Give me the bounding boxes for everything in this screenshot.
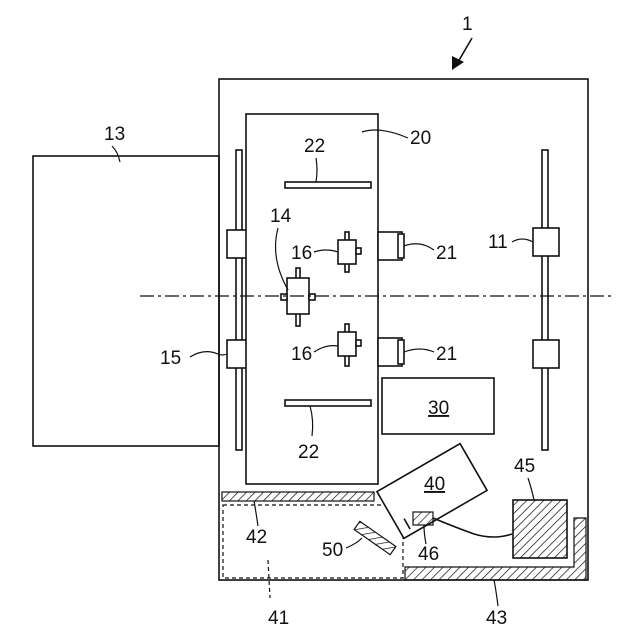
- right-slider-upper: [533, 228, 559, 256]
- cable-46-45: [433, 518, 512, 537]
- label-43: 43: [486, 608, 507, 629]
- right-slider-lower: [533, 340, 559, 368]
- filter-50-group: [354, 521, 396, 554]
- component-16-upper-pin: [356, 248, 361, 254]
- leader-13: [112, 146, 120, 162]
- block-45: [513, 500, 567, 558]
- label-42: 42: [246, 527, 267, 548]
- label-50: 50: [322, 540, 343, 561]
- leader-46: [424, 525, 426, 544]
- part-21-upper-cap: [398, 234, 404, 258]
- leader-21-lower: [404, 349, 434, 352]
- leader-41: [268, 560, 270, 598]
- label-16-lower: 16: [291, 344, 312, 365]
- label-16-upper: 16: [291, 243, 312, 264]
- component-16-lower-pin: [356, 340, 361, 346]
- leader-15: [190, 352, 227, 357]
- component-14-pin-left: [281, 294, 287, 300]
- member-42: [222, 492, 374, 501]
- sensor-46: [413, 512, 433, 525]
- leader-21-upper: [404, 244, 434, 250]
- label-15: 15: [160, 348, 181, 369]
- component-16-lower: [338, 332, 356, 356]
- label-30: 30: [428, 398, 449, 419]
- leader-11: [512, 239, 533, 242]
- label-14: 14: [270, 206, 292, 227]
- arrow-1-head: [452, 56, 464, 70]
- label-40: 40: [424, 474, 445, 495]
- part-21-lower-cap: [398, 340, 404, 364]
- label-21-upper: 21: [436, 243, 457, 264]
- label-22-upper: 22: [304, 136, 325, 157]
- part-22-upper: [285, 182, 371, 188]
- left-rail: [236, 150, 242, 450]
- right-rail: [542, 150, 548, 450]
- component-16-upper: [338, 240, 356, 264]
- label-41: 41: [268, 608, 289, 629]
- label-46: 46: [418, 544, 439, 565]
- filter-50: [354, 521, 396, 554]
- label-1: 1: [462, 14, 473, 35]
- label-11: 11: [488, 232, 508, 253]
- arrow-1: [458, 38, 472, 62]
- leader-43: [494, 580, 498, 606]
- label-20: 20: [410, 128, 431, 149]
- label-45: 45: [514, 456, 535, 477]
- label-21-lower: 21: [436, 344, 457, 365]
- leader-45: [528, 478, 534, 500]
- external-unit-13: [33, 156, 219, 446]
- part-22-lower: [285, 400, 371, 406]
- component-14-pin-right: [309, 294, 315, 300]
- leader-50: [346, 538, 362, 548]
- label-22-lower: 22: [298, 442, 319, 463]
- label-13: 13: [104, 124, 125, 145]
